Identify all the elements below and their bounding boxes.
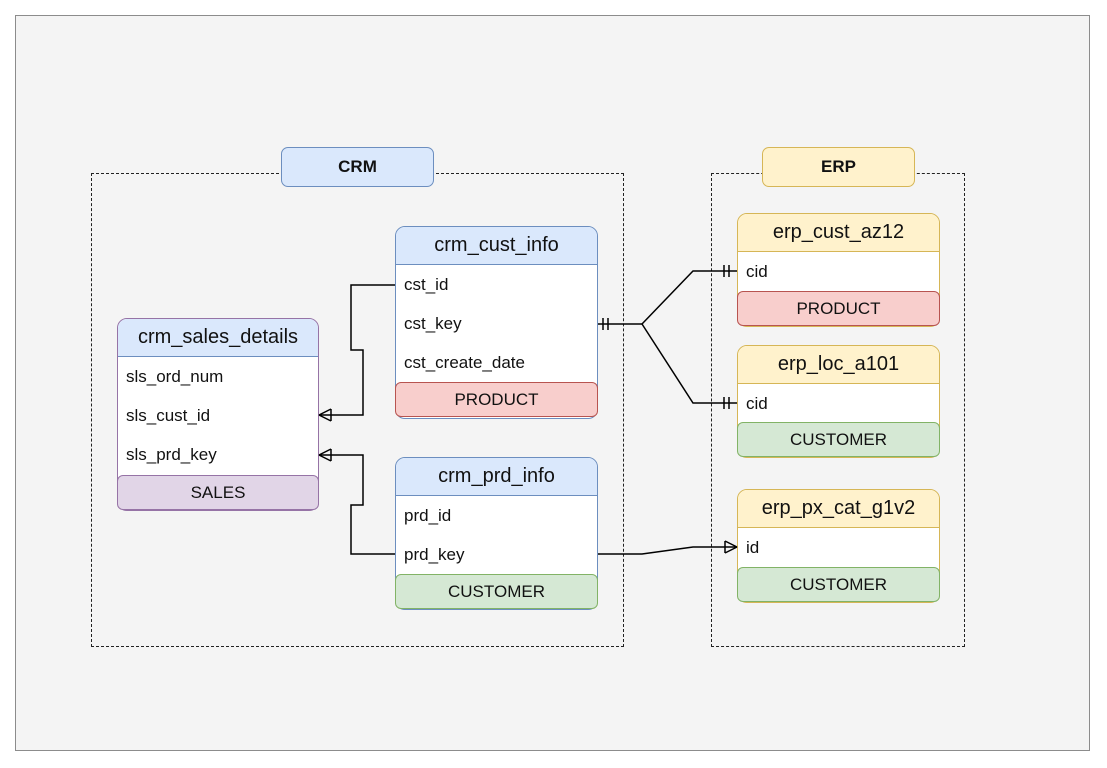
crm-group-label: CRM: [281, 147, 434, 187]
tag-product: PRODUCT: [737, 291, 940, 326]
entity-title: crm_prd_info: [396, 458, 597, 496]
field-cid: cid: [746, 261, 768, 281]
tag-customer: CUSTOMER: [737, 567, 940, 602]
field-prd-key: prd_key: [404, 544, 465, 564]
tag-customer: CUSTOMER: [395, 574, 598, 609]
field-sls-cust-id: sls_cust_id: [126, 405, 211, 425]
tag-product: PRODUCT: [395, 382, 598, 417]
erp-group-label: ERP: [762, 147, 915, 187]
field-cst-create-date: cst_create_date: [404, 352, 525, 372]
entity-title: erp_loc_a101: [738, 346, 939, 384]
entity-title: erp_px_cat_g1v2: [738, 490, 939, 528]
field-prd-id: prd_id: [404, 505, 452, 525]
field-id: id: [746, 537, 760, 557]
entity-title: crm_sales_details: [118, 319, 318, 357]
tag-customer: CUSTOMER: [737, 422, 940, 457]
field-cst-key: cst_key: [404, 313, 462, 333]
field-cid: cid: [746, 393, 768, 413]
field-sls-prd-key: sls_prd_key: [126, 444, 217, 464]
tag-sales: SALES: [117, 475, 319, 510]
field-sls-ord-num: sls_ord_num: [126, 366, 224, 386]
entity-title: crm_cust_info: [396, 227, 597, 265]
entity-title: erp_cust_az12: [738, 214, 939, 252]
field-cst-id: cst_id: [404, 274, 449, 294]
